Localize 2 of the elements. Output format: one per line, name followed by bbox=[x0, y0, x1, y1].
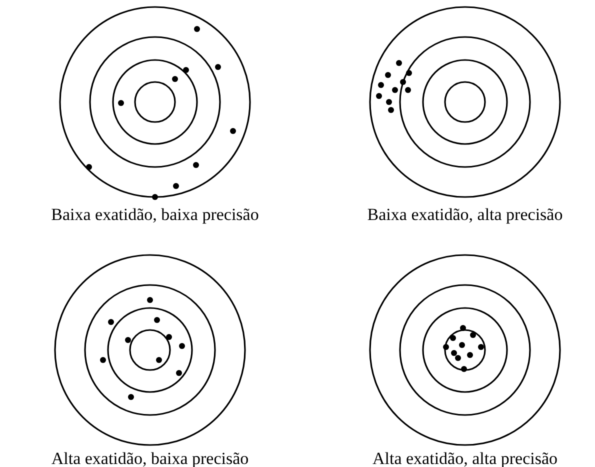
target-caption: Baixa exatidão, alta precisão bbox=[367, 205, 563, 225]
target-caption: Baixa exatidão, baixa precisão bbox=[51, 205, 259, 225]
